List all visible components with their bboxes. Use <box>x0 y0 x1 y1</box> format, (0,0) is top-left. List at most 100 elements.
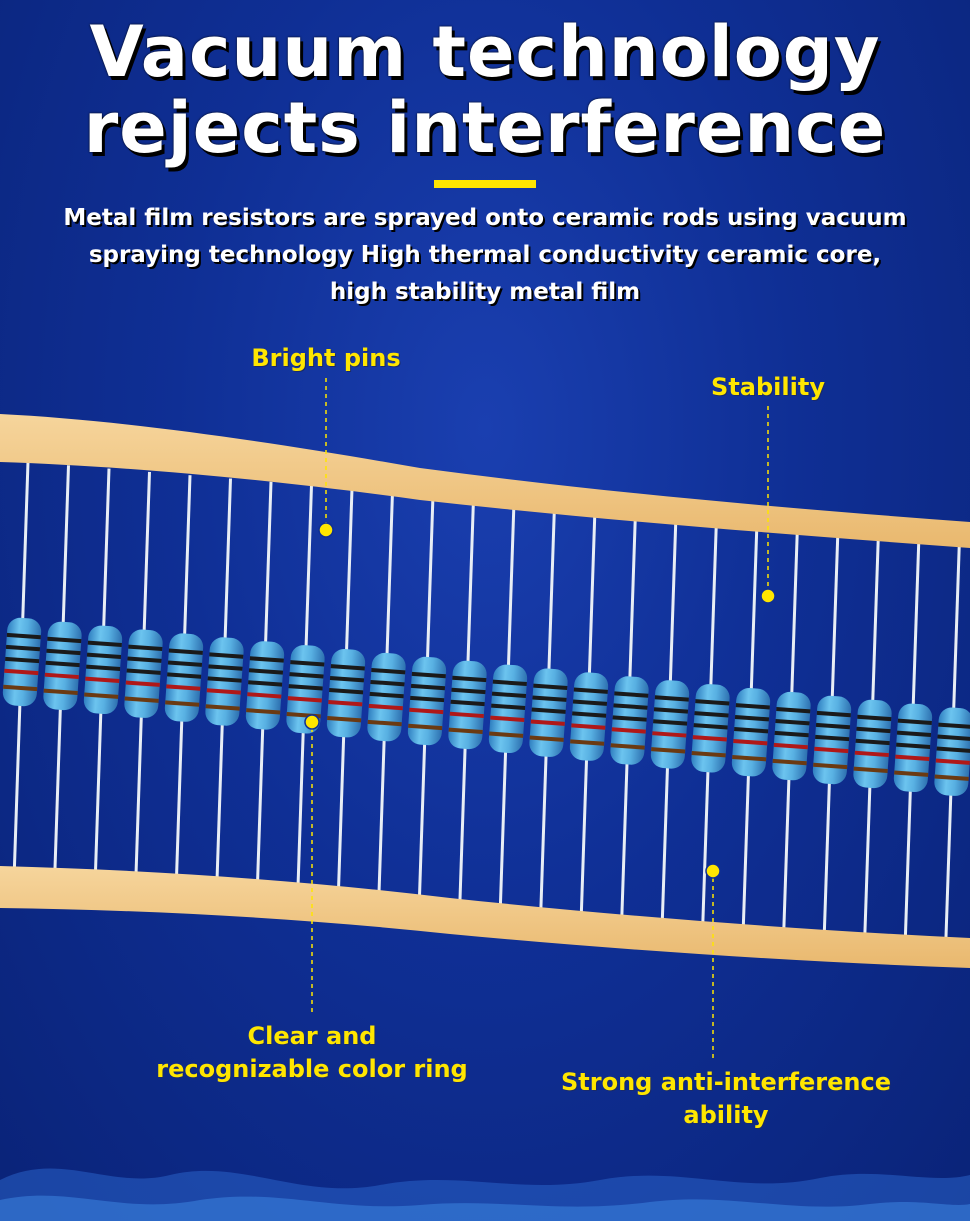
color-band <box>776 706 811 714</box>
subtitle-line-2: spraying technology High thermal conduct… <box>88 242 882 268</box>
resistor <box>164 633 204 722</box>
color-band <box>124 696 159 703</box>
resistor <box>367 652 406 742</box>
color-band <box>248 668 284 675</box>
color-band <box>207 676 242 683</box>
color-band <box>652 731 687 738</box>
color-band <box>734 727 769 734</box>
resistor <box>529 668 568 757</box>
title-divider <box>434 180 536 188</box>
color-band <box>205 704 240 711</box>
color-band <box>853 766 888 774</box>
resistor <box>326 648 366 738</box>
color-band <box>611 727 646 734</box>
resistor <box>124 629 163 718</box>
color-band <box>452 675 487 683</box>
resistor <box>853 699 892 789</box>
color-band <box>491 703 526 710</box>
bottom-paper-tape <box>0 866 970 968</box>
color-band <box>85 676 120 683</box>
color-band <box>209 652 244 659</box>
resistor <box>893 703 933 793</box>
color-band <box>367 719 402 727</box>
color-band <box>897 718 932 726</box>
callout-anti-interference: Strong anti-interference ability <box>561 1068 891 1129</box>
color-band <box>289 672 324 679</box>
color-band <box>815 734 850 742</box>
color-band <box>165 700 200 707</box>
color-band <box>370 679 405 687</box>
color-band <box>938 722 970 729</box>
resistor <box>488 664 528 754</box>
color-band <box>532 695 567 702</box>
color-band <box>815 722 851 730</box>
color-band <box>448 727 483 735</box>
color-band <box>896 742 931 749</box>
color-band <box>44 672 79 680</box>
subtitle-line-3: high stability metal film <box>329 279 641 305</box>
color-band <box>46 648 81 656</box>
color-band <box>5 656 40 664</box>
color-band <box>529 735 564 742</box>
color-band <box>84 692 119 699</box>
resistor <box>43 621 82 711</box>
color-band <box>167 660 203 667</box>
color-band <box>5 644 41 652</box>
color-band <box>692 735 727 742</box>
color-band <box>654 695 689 702</box>
color-band <box>693 723 728 730</box>
resistor <box>731 687 771 777</box>
color-band <box>492 679 527 687</box>
color-band <box>490 715 525 722</box>
resistor <box>934 707 970 796</box>
color-band <box>206 688 241 695</box>
color-band <box>855 738 890 746</box>
resistor <box>812 695 852 785</box>
resistor-bodies <box>2 617 970 796</box>
color-band <box>368 703 403 711</box>
color-band <box>410 683 446 691</box>
color-band <box>814 746 849 754</box>
color-band <box>896 730 932 738</box>
color-band <box>3 684 38 692</box>
color-band <box>4 668 39 676</box>
color-band <box>328 699 363 707</box>
color-band <box>410 695 445 703</box>
color-band <box>166 684 201 691</box>
color-band <box>573 687 608 694</box>
color-band <box>329 676 365 683</box>
resistor <box>2 617 42 707</box>
color-band <box>409 707 444 715</box>
color-band <box>894 770 929 777</box>
color-band <box>86 664 121 671</box>
color-band <box>856 726 891 734</box>
color-band <box>450 699 485 707</box>
color-band <box>813 762 848 770</box>
color-band <box>572 699 608 706</box>
color-band <box>247 692 282 699</box>
color-band <box>531 707 566 714</box>
color-band <box>168 648 203 655</box>
resistor <box>83 625 123 715</box>
page-title: Vacuum technology rejects interference <box>0 14 970 166</box>
color-band <box>125 680 160 687</box>
color-band <box>816 710 851 718</box>
bottom-wave-front <box>0 1195 970 1221</box>
color-band <box>651 747 686 754</box>
color-band <box>408 723 443 731</box>
resistor <box>286 645 325 734</box>
color-band <box>612 715 647 722</box>
color-band <box>857 714 892 722</box>
color-band <box>653 719 688 726</box>
color-band <box>735 703 770 710</box>
color-band <box>86 652 122 660</box>
resistor <box>610 676 649 765</box>
color-band <box>290 660 325 667</box>
resistor <box>772 691 811 781</box>
color-band <box>287 696 322 703</box>
color-band <box>733 738 768 746</box>
subtitle-line-1: Metal film resistors are sprayed onto ce… <box>63 205 907 231</box>
color-band <box>533 683 568 690</box>
color-band <box>613 703 648 710</box>
